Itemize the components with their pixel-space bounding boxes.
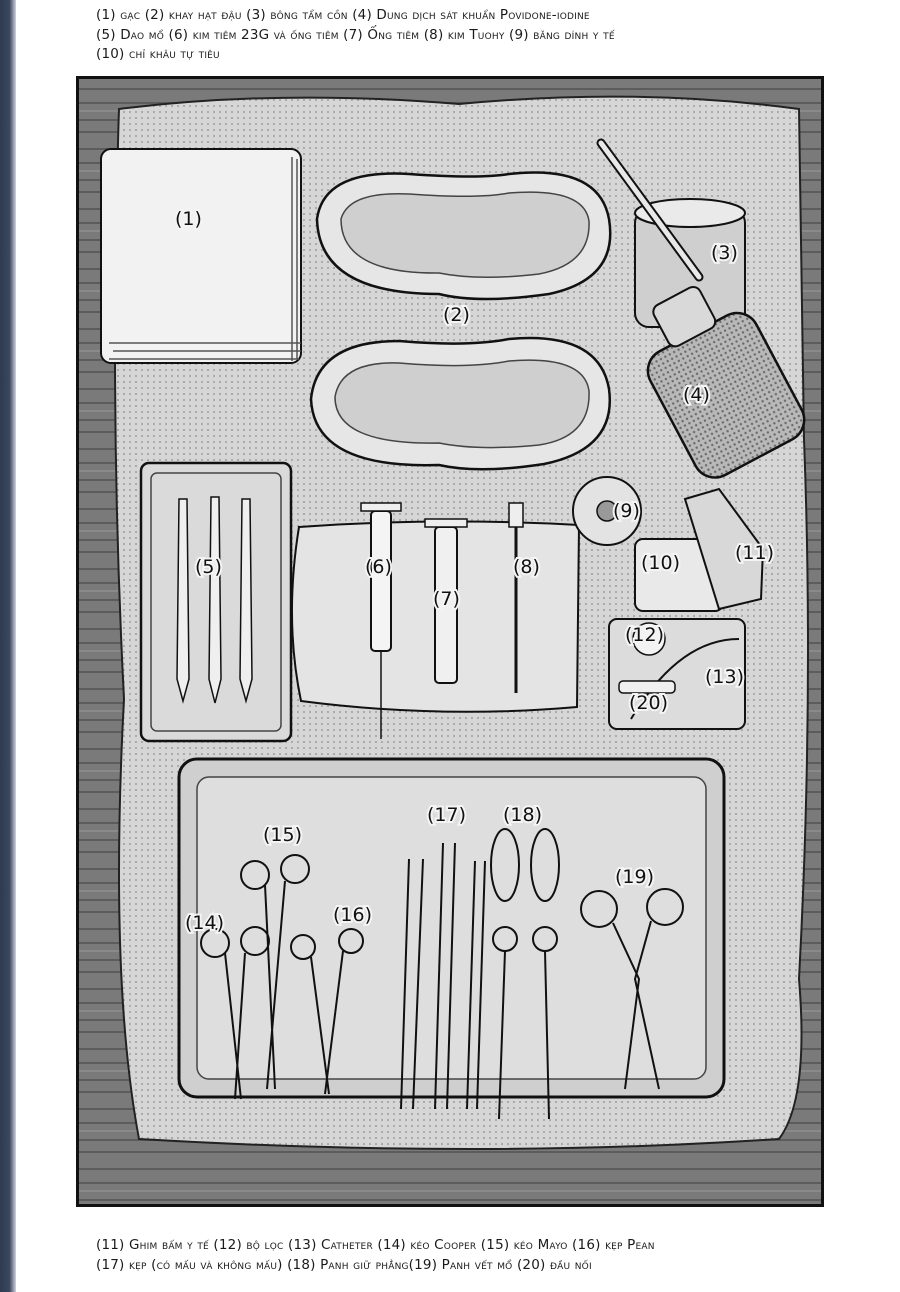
syringe [424,518,468,684]
label-3: (3) [711,242,738,264]
caption-line: (5) Dao mổ (6) kim tiêm 23G và ống tiêm … [96,26,615,43]
povidone-bottle [646,285,806,479]
page-edge [0,0,16,1292]
label-18: (18) [503,804,542,826]
gauze-stack [100,148,302,364]
label-19: (19) [615,866,654,888]
label-8: (8) [513,556,540,578]
caption-top: (1) gạc (2) khay hạt đậu (3) bông tẩm cồ… [96,6,856,65]
label-2: (2) [443,304,470,326]
syringe-cloth [291,502,581,739]
tuohy-needle [508,502,524,693]
label-13: (13) [705,666,744,688]
surgical-instruments [200,828,684,1120]
label-17: (17) [427,804,466,826]
syringe-23g [360,502,402,739]
label-20: (20) [629,692,668,714]
label-7: (7) [433,588,460,610]
label-14: (14) [185,912,224,934]
label-4: (4) [683,384,710,406]
label-5: (5) [195,556,222,578]
suture-and-kit [608,487,765,730]
label-9: (9) [613,500,640,522]
surgical-tools-illustration: (1) (2) (3) (4) (5) (6) (7) (8) (9) (10)… [79,79,821,1204]
label-16: (16) [333,904,372,926]
label-15: (15) [263,824,302,846]
label-6: (6) [365,556,392,578]
caption-line: (17) kẹp (có mấu và không mấu) (18) Panh… [96,1256,592,1273]
kidney-trays [309,171,612,471]
medical-tape-roll [572,476,642,546]
label-12: (12) [625,624,664,646]
label-10: (10) [641,552,680,574]
caption-line: (10) chỉ khâu tự tiêu [96,46,220,62]
label-1: (1) [175,208,202,230]
illustration-panel: (1) (2) (3) (4) (5) (6) (7) (8) (9) (10)… [76,76,824,1207]
alcohol-cotton-cup [596,138,746,328]
caption-line: (1) gạc (2) khay hạt đậu (3) bông tẩm cồ… [96,7,590,23]
caption-line: (11) Ghim bấm y tế (12) bộ lọc (13) Cath… [96,1237,655,1253]
scalpel-tray [139,461,293,743]
caption-bottom: (11) Ghim bấm y tế (12) bộ lọc (13) Cath… [96,1236,856,1275]
label-11: (11) [735,542,774,564]
